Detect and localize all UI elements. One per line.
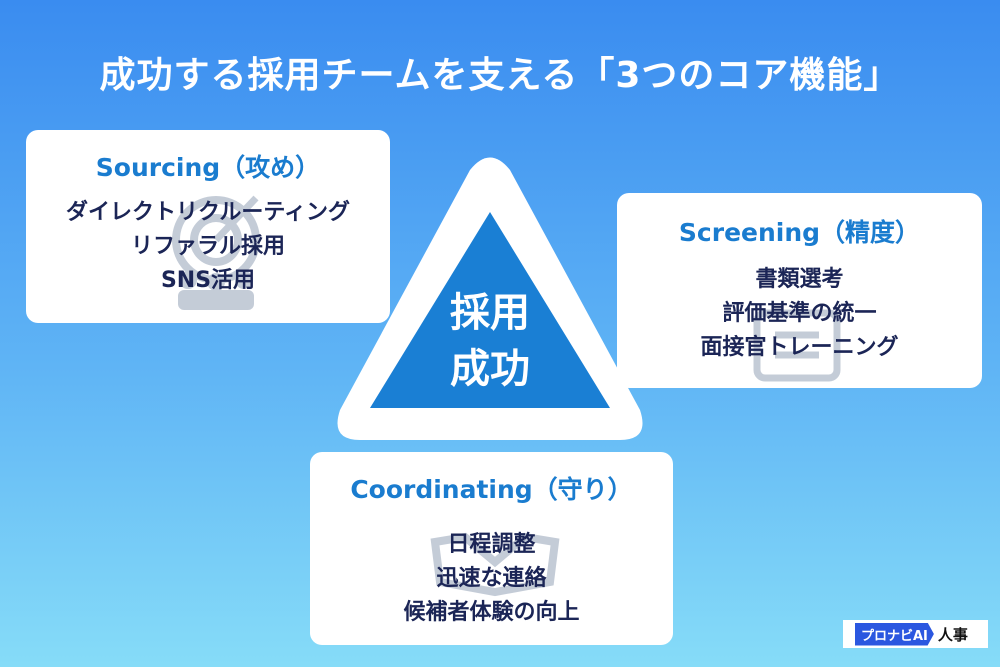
logo-suffix: 人事 bbox=[937, 625, 968, 644]
list-item: 書類選考 bbox=[755, 267, 844, 292]
list-item: 面接官トレーニング bbox=[700, 335, 899, 360]
list-item: リファラル採用 bbox=[130, 234, 285, 259]
page-title: 成功する採用チームを支える「3つのコア機能」 bbox=[99, 55, 901, 96]
list-item: 評価基準の統一 bbox=[722, 301, 877, 326]
card-sourcing: Sourcing（攻め） ダイレクトリクルーティング リファラル採用 SNS活用 bbox=[26, 130, 390, 323]
checklist-icon bbox=[753, 309, 841, 382]
center-label: 採用 成功 bbox=[420, 285, 560, 397]
list-item: 迅速な連絡 bbox=[436, 566, 547, 591]
list-item: SNS活用 bbox=[160, 268, 256, 293]
card-heading: Screening（精度） bbox=[678, 218, 921, 247]
target-people-icon bbox=[172, 195, 260, 310]
card-screening: Screening（精度） 書類選考 評価基準の統一 面接官トレーニング bbox=[617, 193, 982, 388]
triangle-fill bbox=[370, 212, 610, 408]
handshake-icon bbox=[430, 532, 560, 597]
center-line-2: 成功 bbox=[450, 346, 530, 392]
center-line-1: 採用 bbox=[450, 290, 530, 336]
list-item: 候補者体験の向上 bbox=[403, 600, 580, 625]
card-coordinating: Coordinating（守り） 日程調整 迅速な連絡 候補者体験の向上 bbox=[310, 452, 673, 645]
success-triangle bbox=[337, 157, 643, 440]
list-item: ダイレクトリクルーティング bbox=[65, 200, 351, 225]
brand-logo: プロナビAI 人事 bbox=[843, 620, 988, 648]
list-item: 日程調整 bbox=[447, 532, 536, 557]
card-heading: Sourcing（攻め） bbox=[95, 153, 321, 182]
card-heading: Coordinating（守り） bbox=[350, 475, 633, 504]
logo-brand: プロナビAI bbox=[855, 622, 934, 646]
